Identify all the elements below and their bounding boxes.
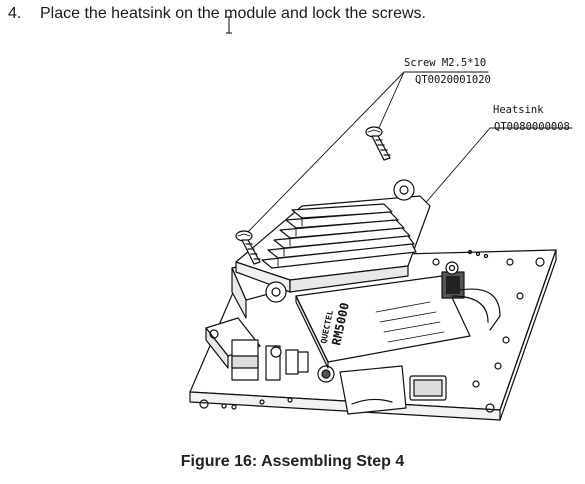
screw-label: Screw M2.5*10 [404,57,486,69]
heatsink-label: Heatsink [493,104,544,116]
callout-heatsink: Heatsink QT0080000008 [493,104,570,133]
heatsink [235,179,431,303]
m2-module: QUECTEL RM5000 [295,258,501,369]
text-cursor-icon [226,16,232,34]
screw-right-icon [365,126,391,161]
assembly-figure: Screw M2.5*10 QT0020001020 Heatsink QT00… [189,57,573,421]
step-text: Place the heatsink on the module and loc… [40,5,426,22]
callout-screw: Screw M2.5*10 QT0020001020 [404,57,491,86]
figure-caption: Figure 16: Assembling Step 4 [180,453,405,470]
step-number: 4. [8,5,22,22]
step-instruction: 4. Place the heatsink on the module and l… [8,4,426,24]
card-slot [339,365,447,415]
heatsink-part-number: QT0080000008 [494,121,570,133]
screw-part-number: QT0020001020 [415,74,491,86]
screw-left-icon [235,230,261,265]
